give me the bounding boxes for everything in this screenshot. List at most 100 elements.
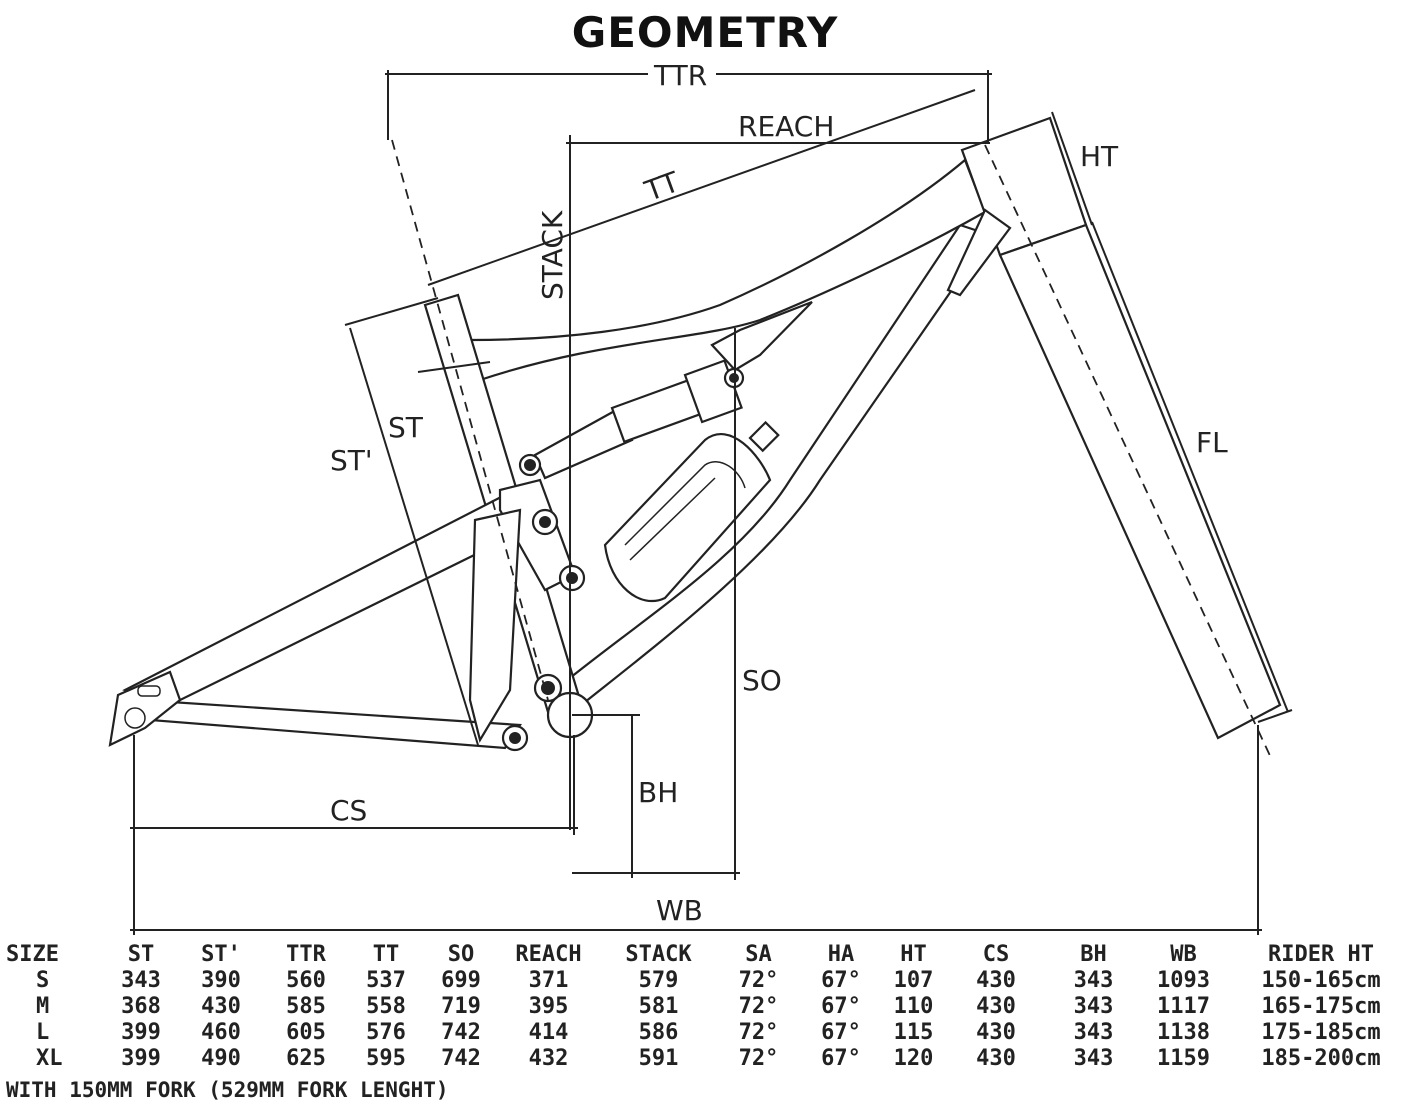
column-header: HA [827,942,855,967]
dim-st-prime [344,297,439,326]
table-cell: 72° [738,1020,779,1045]
label-wb: WB [656,894,703,927]
table-cell: 390 [201,968,241,993]
frame-geometry-diagram: TTR REACH TT STACK HT ST' ST FL SO BH CS… [108,58,1293,935]
label-so: SO [742,664,782,697]
column-header: SIZE [6,942,59,967]
table-cell: 72° [738,994,779,1019]
table-cell: 67° [821,994,861,1019]
table-cell: 460 [201,1020,241,1045]
label-st-prime: ST' [330,444,373,477]
geometry-table: SIZE ST ST' TTR TT SO REACH STACK SA HA … [6,942,1416,1072]
table-cell: L [36,1020,50,1045]
table-cell: 1159 [1157,1046,1210,1071]
table-cell: 120 [893,1046,934,1071]
bike-frame [108,116,1282,752]
table-cell: 110 [893,994,934,1019]
table-cell: 430 [201,994,241,1019]
table-cell: 576 [366,1020,406,1045]
table-cell: 395 [528,994,569,1019]
column-header: TT [372,942,400,967]
table-cell: 742 [441,1020,481,1045]
column-header: TTR [286,942,326,967]
table-cell: 560 [286,968,326,993]
column-header: BH [1080,942,1107,967]
table-cell: 586 [638,1020,679,1045]
table-header-row: SIZE ST ST' TTR TT SO REACH STACK SA HA … [6,942,1416,968]
table-cell: 343 [1073,1020,1114,1045]
label-ht: HT [1080,140,1119,173]
table-cell: 719 [441,994,481,1019]
table-cell: 150-165cm [1261,968,1381,993]
table-cell: M [36,994,50,1019]
table-cell: 67° [821,968,861,993]
table-cell: 115 [893,1020,934,1045]
table-cell: 343 [1073,968,1114,993]
table-row: S 343 390 560 537 699 371 579 72° 67° 10… [6,968,1416,994]
rear-shock [533,300,813,480]
table-cell: 414 [528,1020,569,1045]
label-ttr: TTR [653,59,707,92]
table-cell: 558 [366,994,406,1019]
table-row: L 399 460 605 576 742 414 586 72° 67° 11… [6,1020,1416,1046]
table-cell: 67° [821,1046,861,1071]
table-cell: 185-200cm [1261,1046,1381,1071]
table-cell: 343 [1073,994,1114,1019]
table-cell: 1117 [1157,994,1210,1019]
table-cell: 107 [893,968,934,993]
table-cell: 591 [638,1046,679,1071]
column-header: HT [900,942,927,967]
table-cell: 625 [286,1046,326,1071]
table-cell: 430 [976,968,1016,993]
table-cell: 371 [528,968,569,993]
fork [998,223,1282,740]
column-header: REACH [515,942,582,967]
column-header: ST [127,942,155,967]
table-cell: 343 [121,968,161,993]
column-header: RIDER HT [1268,942,1374,967]
column-header: SO [447,942,475,967]
label-st: ST [388,411,424,444]
table-cell: 1093 [1157,968,1210,993]
gusset [946,208,1012,297]
dim-fl [1091,221,1289,713]
table-cell: 399 [121,1020,161,1045]
table-cell: 430 [976,1020,1016,1045]
column-header: WB [1170,942,1197,967]
table-cell: 585 [286,994,326,1019]
label-fl: FL [1196,426,1228,459]
label-cs: CS [330,794,367,827]
table-row: XL 399 490 625 595 742 432 591 72° 67° 1… [6,1046,1416,1072]
table-cell: 605 [286,1020,326,1045]
table-cell: 67° [821,1020,861,1045]
page-title: GEOMETRY [571,8,839,57]
column-header: STACK [625,942,692,967]
table-cell: 430 [976,1046,1016,1071]
table-cell: 165-175cm [1261,994,1381,1019]
table-cell: 595 [366,1046,406,1071]
table-cell: 399 [121,1046,161,1071]
dim-st [417,361,491,373]
label-tt: TT [640,165,685,208]
table-row: M 368 430 585 558 719 395 581 72° 67° 11… [6,994,1416,1020]
column-header: ST' [201,942,241,967]
dimension-lines [130,70,1293,935]
table-cell: 742 [441,1046,481,1071]
table-cell: 581 [638,994,679,1019]
table-cell: 175-185cm [1261,1020,1381,1045]
dimension-labels: TTR REACH TT STACK HT ST' ST FL SO BH CS… [330,58,1228,927]
column-header: CS [982,942,1010,967]
chain-stay [138,698,522,750]
dim-ht [1051,111,1093,226]
table-cell: 430 [976,994,1016,1019]
table-cell: XL [36,1046,63,1071]
table-cell: 699 [441,968,481,993]
seat-stay [122,493,527,707]
fork-footnote: WITH 150MM FORK (529MM FORK LENGHT) [6,1078,449,1102]
table-cell: 368 [121,994,161,1019]
lower-link [468,508,522,743]
column-header: SA [745,942,772,967]
rear-dropout [108,670,182,747]
dim-tt [427,89,976,286]
label-reach: REACH [738,110,834,143]
